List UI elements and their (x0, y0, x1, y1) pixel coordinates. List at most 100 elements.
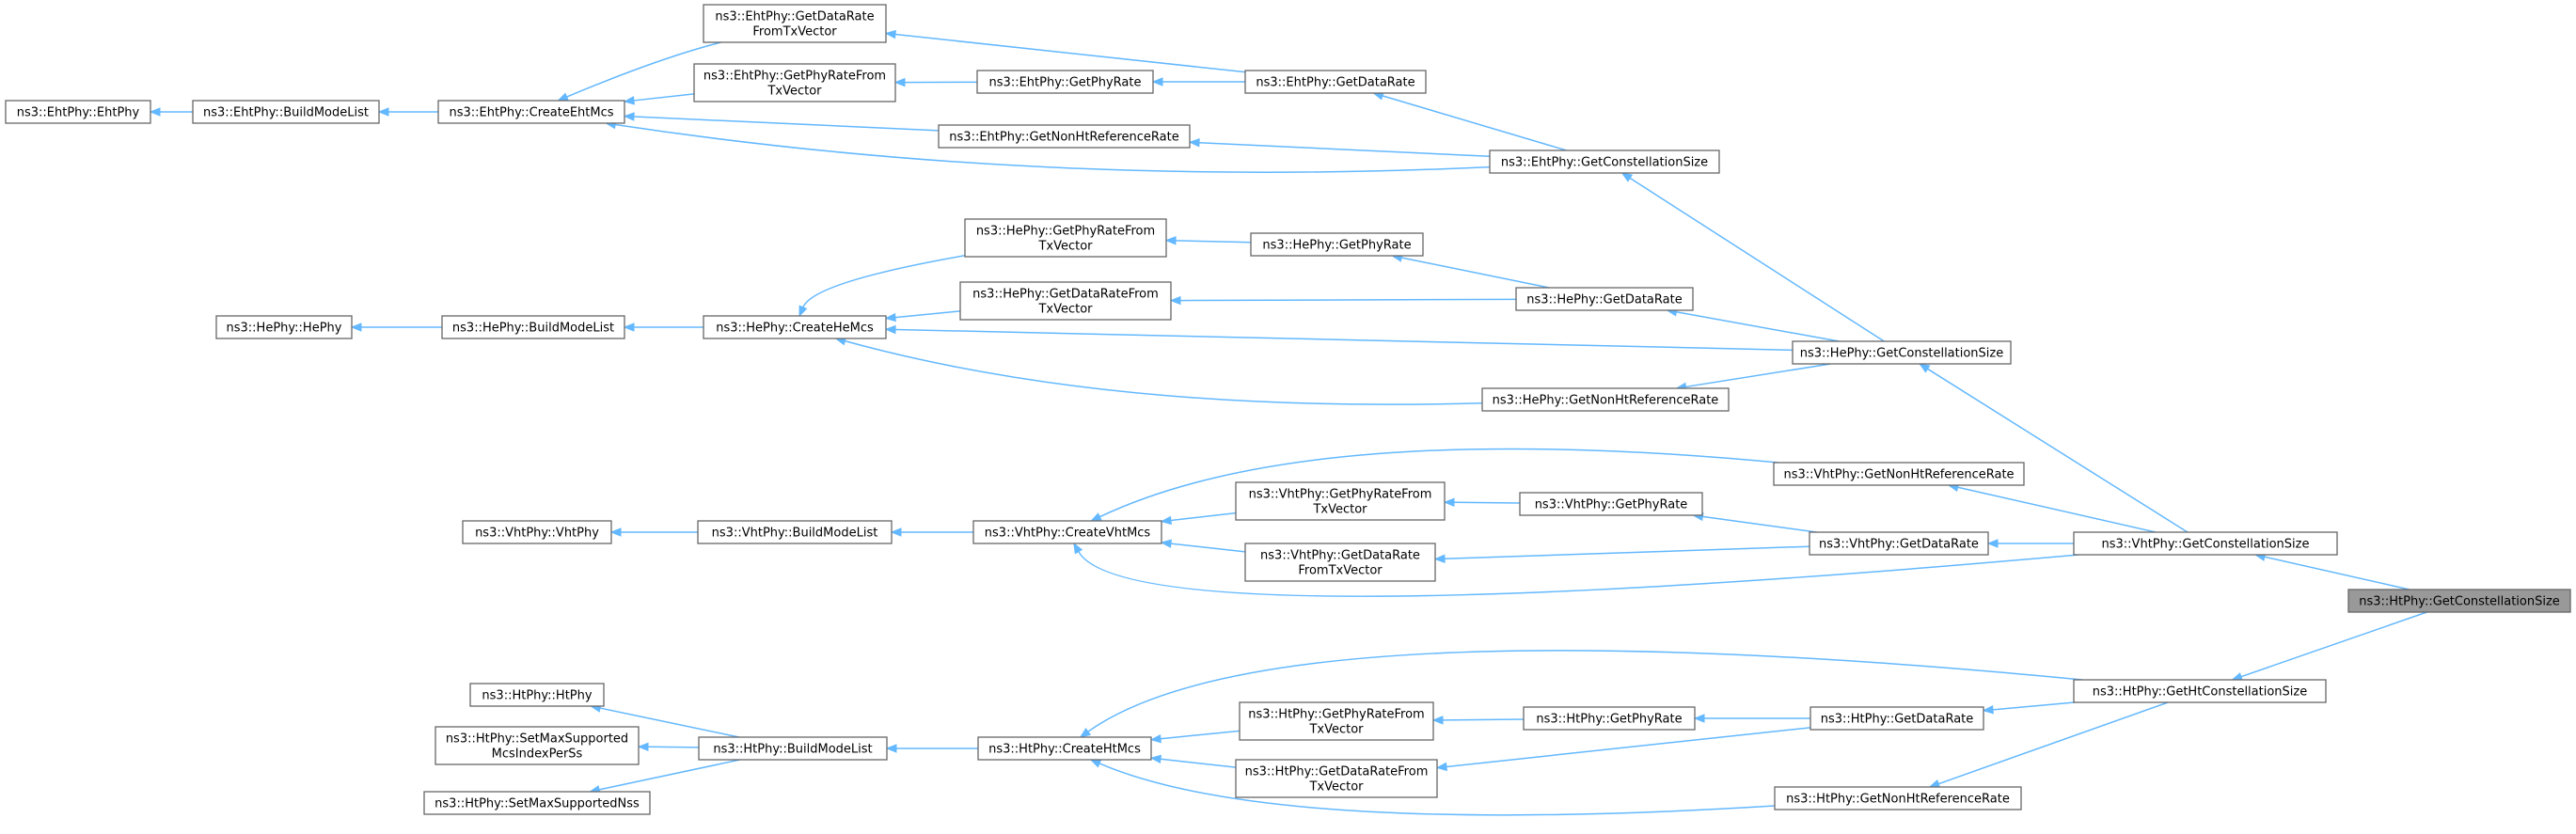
node-vht-getphyrate[interactable]: ns3::VhtPhy::GetPhyRate (1519, 492, 1703, 516)
node-label: ns3::HePhy::GetDataRate (1526, 293, 1682, 307)
node-eht-create[interactable]: ns3::EhtPhy::CreateEhtMcs (437, 100, 625, 124)
edge-eht-getdrftx-eht-getdatarate (894, 33, 1246, 73)
node-eht-getphyrate[interactable]: ns3::EhtPhy::GetPhyRate (976, 70, 1154, 94)
node-ht-htphy[interactable]: ns3::HtPhy::HtPhy (469, 683, 605, 707)
arrowhead (1160, 515, 1172, 526)
edge-ht-create-ht-nonht (1098, 763, 1776, 816)
node-he-getdatarate[interactable]: ns3::HePhy::GetDataRate (1515, 287, 1694, 311)
node-label: ns3::VhtPhy::GetNonHtReferenceRate (1783, 468, 2014, 482)
node-vht-const[interactable]: ns3::VhtPhy::GetConstellationSize (2073, 531, 2338, 556)
edge-eht-getdatarate-eht-const (1382, 95, 1567, 151)
node-label: ns3::HePhy::CreateHeMcs (716, 322, 874, 336)
node-label: TxVector (1037, 240, 1093, 254)
edge-ht-getprftx-ht-getphyrate (1442, 718, 1525, 721)
node-ht-create[interactable]: ns3::HtPhy::CreateHtMcs (977, 736, 1152, 761)
node-label: ns3::EhtPhy::GetDataRate (715, 10, 874, 24)
node-box (215, 315, 353, 339)
node-box (2347, 589, 2571, 613)
node-eht-ehtphy[interactable]: ns3::EhtPhy::EhtPhy (5, 100, 151, 124)
node-ht-const[interactable]: ns3::HtPhy::GetConstellationSize (2347, 589, 2571, 613)
node-box (462, 520, 612, 544)
node-he-create[interactable]: ns3::HePhy::CreateHeMcs (703, 315, 887, 339)
node-he-getphyrate[interactable]: ns3::HePhy::GetPhyRate (1250, 232, 1424, 257)
node-label: ns3::HtPhy::BuildModeList (713, 743, 872, 757)
arrowhead (623, 96, 635, 105)
edge-vht-create-vht-nonht (1098, 448, 1779, 518)
node-box (435, 726, 640, 765)
arrowhead (1431, 716, 1444, 725)
node-box (441, 315, 625, 339)
arrowhead (609, 527, 622, 537)
node-label: ns3::HePhy::GetConstellationSize (1800, 347, 2004, 361)
node-label: ns3::HtPhy::GetDataRateFrom (1245, 765, 1429, 779)
node-vht-nonht[interactable]: ns3::VhtPhy::GetNonHtReferenceRate (1773, 462, 2025, 486)
arrowhead (1620, 172, 1634, 182)
edge-he-create-he-const (894, 328, 1794, 352)
node-vht-vhtphy[interactable]: ns3::VhtPhy::VhtPhy (462, 520, 612, 544)
node-he-hephy[interactable]: ns3::HePhy::HePhy (215, 315, 353, 339)
node-ht-setnss[interactable]: ns3::HtPhy::SetMaxSupportedNss (423, 791, 651, 815)
node-eht-nonht[interactable]: ns3::EhtPhy::GetNonHtReferenceRate (938, 124, 1191, 149)
node-eht-getdatarate[interactable]: ns3::EhtPhy::GetDataRate (1244, 70, 1427, 94)
node-label: ns3::HePhy::GetPhyRate (1262, 239, 1411, 253)
node-he-const[interactable]: ns3::HePhy::GetConstellationSize (1792, 340, 2012, 365)
node-label: ns3::VhtPhy::GetConstellationSize (2102, 538, 2310, 552)
arrowhead (1443, 497, 1455, 508)
node-vht-build[interactable]: ns3::VhtPhy::BuildModeList (697, 520, 893, 544)
node-ht-build[interactable]: ns3::HtPhy::BuildModeList (698, 736, 888, 761)
node-box (1235, 481, 1446, 521)
node-he-build[interactable]: ns3::HePhy::BuildModeList (441, 315, 625, 339)
node-box (697, 520, 893, 544)
node-eht-const[interactable]: ns3::EhtPhy::GetConstellationSize (1489, 149, 1720, 174)
node-label: ns3::HePhy::HePhy (227, 322, 342, 336)
node-box (1235, 759, 1438, 798)
arrowhead (1169, 295, 1181, 306)
node-label: ns3::HtPhy::SetMaxSupported (446, 732, 628, 747)
node-label: ns3::HtPhy::GetHtConstellationSize (2093, 685, 2307, 700)
node-label: ns3::EhtPhy::CreateEhtMcs (449, 106, 613, 120)
node-label: ns3::HePhy::GetNonHtReferenceRate (1493, 394, 1719, 408)
node-ht-htconst[interactable]: ns3::HtPhy::GetHtConstellationSize (2073, 679, 2327, 703)
node-label: McsIndexPerSs (492, 747, 583, 762)
arrowhead (893, 77, 906, 87)
node-ht-getdatarate[interactable]: ns3::HtPhy::GetDataRate (1810, 706, 1984, 731)
edge-vht-nonht-vht-const (1957, 486, 2157, 533)
edge-eht-create-eht-getprftx (633, 93, 695, 102)
arrowhead (885, 744, 897, 753)
node-vht-create[interactable]: ns3::VhtPhy::CreateVhtMcs (972, 520, 1162, 544)
node-box (1239, 701, 1434, 741)
node-box (1774, 786, 2022, 810)
arrowhead (1073, 542, 1083, 555)
edge-layer (149, 29, 2427, 816)
arrowhead (890, 527, 902, 537)
node-ht-getphyrate[interactable]: ns3::HtPhy::GetPhyRate (1523, 706, 1696, 731)
arrowhead (884, 312, 896, 323)
node-label: ns3::EhtPhy::GetNonHtReferenceRate (949, 131, 1178, 145)
node-vht-getdatarate[interactable]: ns3::VhtPhy::GetDataRate (1809, 531, 1989, 556)
edge-eht-create-eht-const (615, 123, 1491, 173)
node-box (972, 520, 1162, 544)
edge-he-nonht-he-const (1685, 363, 1831, 388)
node-label: ns3::HtPhy::CreateHtMcs (988, 743, 1141, 757)
arrowhead (1188, 138, 1200, 148)
node-label: ns3::EhtPhy::BuildModeList (203, 106, 369, 120)
arrowhead (1090, 512, 1102, 522)
arrowhead (1160, 539, 1172, 548)
node-box (1773, 462, 2025, 486)
node-he-nonht[interactable]: ns3::HePhy::GetNonHtReferenceRate (1481, 387, 1730, 412)
node-eht-build[interactable]: ns3::EhtPhy::BuildModeList (192, 100, 380, 124)
node-ht-nonht[interactable]: ns3::HtPhy::GetNonHtReferenceRate (1774, 786, 2022, 810)
arrowhead (1693, 714, 1705, 723)
edge-vht-create-vht-getprftx (1170, 511, 1237, 522)
node-label: ns3::VhtPhy::GetPhyRateFrom (1249, 488, 1432, 502)
node-label: ns3::HePhy::GetDataRateFrom (972, 288, 1159, 302)
